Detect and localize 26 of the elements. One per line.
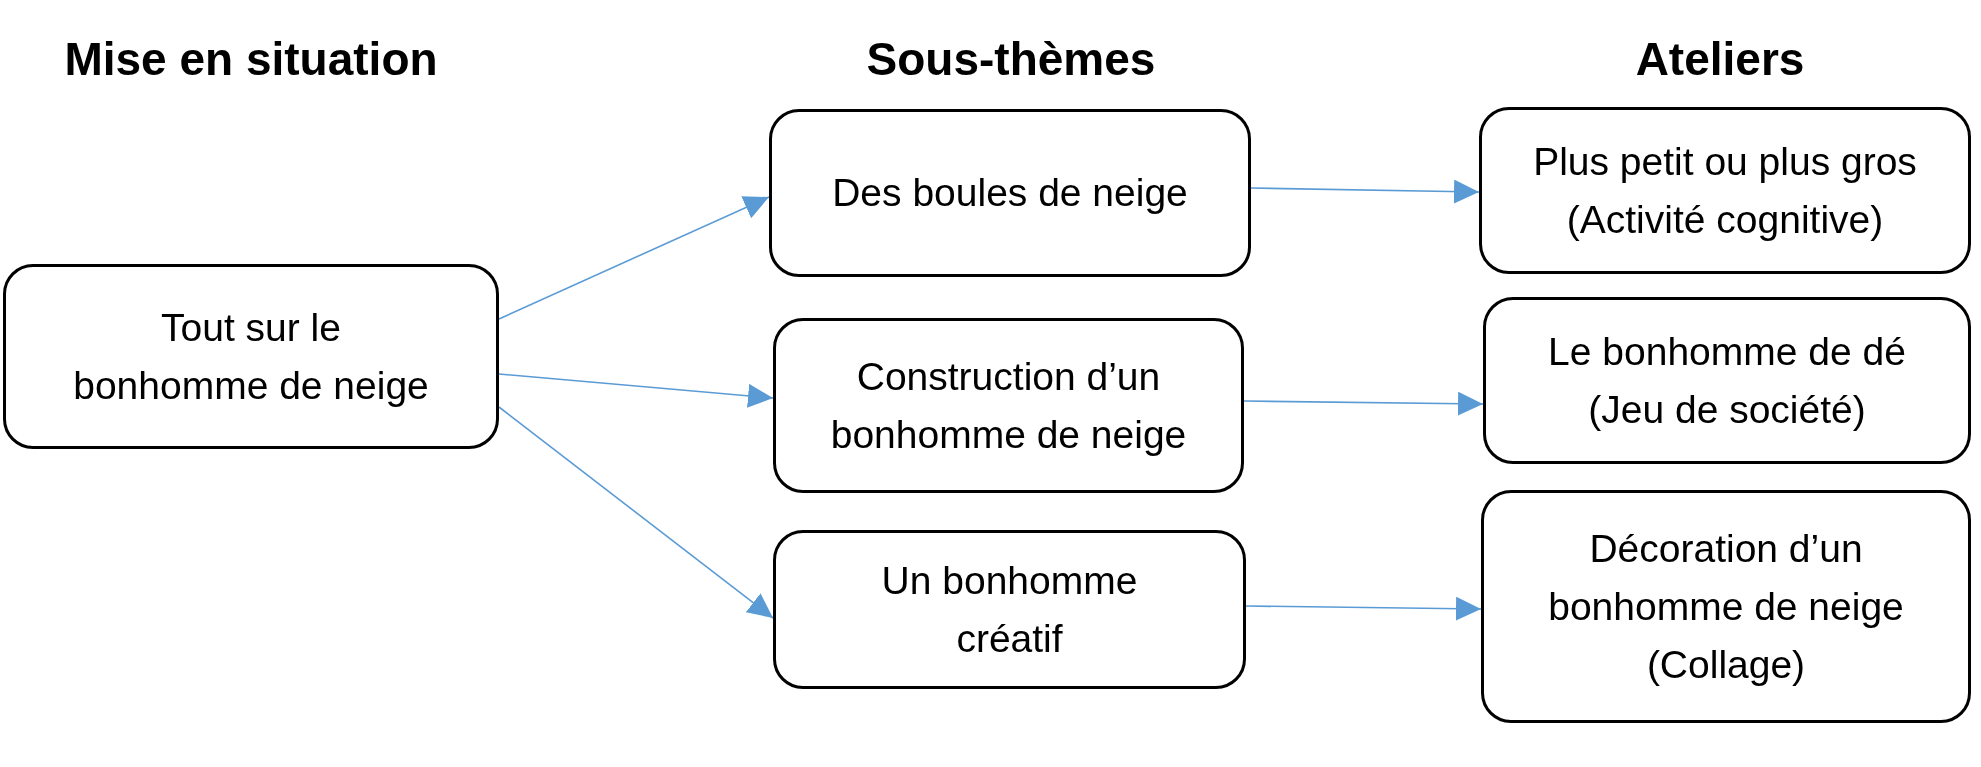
node-text: Des boules de neige [832,170,1188,216]
node-text: (Activité cognitive) [1566,196,1884,243]
node-text: Plus petit ou plus gros [1533,138,1917,185]
rounded-box [773,318,1244,493]
column-heading: Mise en situation [64,32,438,87]
arrow [1250,179,1480,204]
node-text: Tout sur le bonhomme de neige [72,304,430,409]
arrow [498,406,774,619]
column-heading: Sous-thèmes [866,32,1156,87]
rounded-box [3,264,499,449]
node-text: (Collage) [1646,641,1806,688]
arrow [498,196,770,320]
node-text: Décoration d’un bonhomme de neige [1547,525,1905,630]
node-text: Le bonhomme de dé [1548,328,1906,375]
rounded-box [769,109,1251,277]
rounded-box [773,530,1246,689]
rounded-box [1483,297,1971,464]
rounded-box [1481,490,1971,723]
arrow [1245,596,1482,621]
column-heading: Ateliers [1635,32,1805,87]
arrow [498,373,774,408]
rounded-box [1479,107,1971,274]
node-text: Construction d’un bonhomme de neige [829,353,1188,458]
node-text: Un bonhomme créatif [880,557,1139,662]
node-text: (Jeu de société) [1588,386,1866,433]
arrow [1243,391,1484,416]
